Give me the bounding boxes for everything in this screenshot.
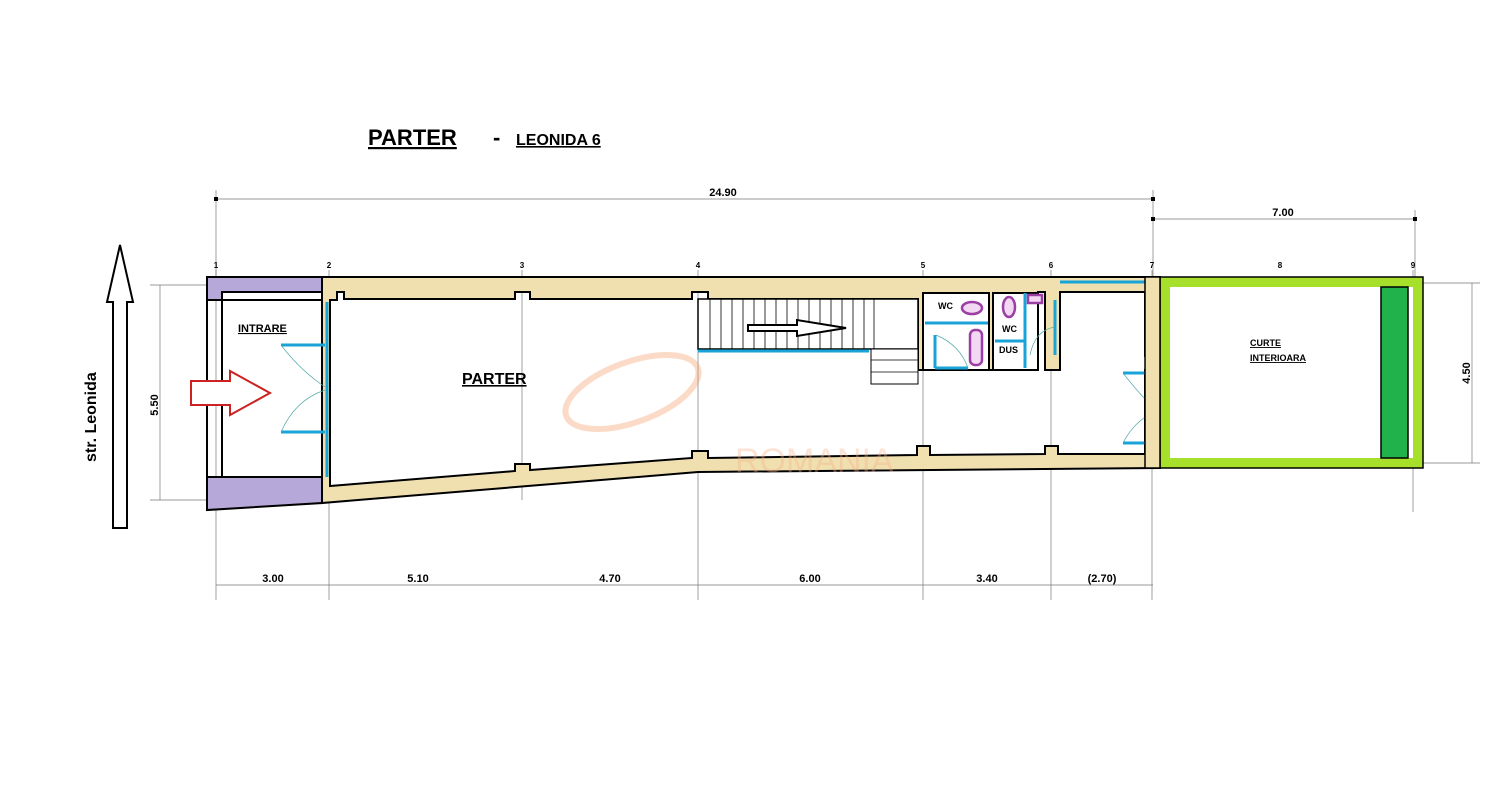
axis-label: 2 [327, 261, 332, 270]
entrance-door [280, 344, 326, 433]
axis-label: 5 [921, 261, 926, 270]
green-strip [1380, 286, 1409, 459]
dim-segment: 6.00 [799, 573, 820, 585]
axis-label: 4 [696, 261, 701, 270]
dim-segment: 4.70 [599, 573, 620, 585]
entrance-wall-top [206, 276, 323, 301]
axis-label: 6 [1049, 261, 1054, 270]
entrance-arrow-icon [190, 369, 273, 417]
room-label-courtyard: CURTE [1250, 338, 1281, 348]
street-direction-arrow-icon [105, 244, 135, 529]
room-label-courtyard-2: INTERIOARA [1250, 353, 1307, 363]
room-label-wc: WC [1002, 324, 1017, 334]
bathrooms: WC WC DUS [922, 292, 1057, 371]
dim-segment: 3.00 [262, 573, 283, 585]
staircase [697, 298, 919, 385]
plan-title: PARTER [368, 125, 457, 150]
room-label-wc: WC [938, 301, 953, 311]
dim-courtyard-length: 7.00 [1272, 207, 1293, 219]
watermark: ROMANIA [562, 352, 894, 480]
sink-icon [968, 328, 984, 367]
dim-segment: 5.10 [407, 573, 428, 585]
dim-segment: (2.70) [1088, 573, 1117, 585]
watermark-text: ROMANIA [735, 442, 894, 480]
title-separator: - [493, 125, 500, 150]
dim-width-left: 5.50 [149, 394, 161, 415]
room-label-shower: DUS [999, 345, 1018, 355]
axis-label: 7 [1150, 261, 1155, 270]
axis-label: 9 [1411, 261, 1416, 270]
axis-labels: 1 2 3 4 5 6 7 8 9 [214, 261, 1416, 270]
plan-address: LEONIDA 6 [516, 132, 601, 149]
room-label-main: PARTER [462, 371, 527, 388]
toilet-icon [1001, 295, 1017, 319]
washbasin-icon [1026, 293, 1044, 305]
axis-label: 3 [520, 261, 525, 270]
bottom-dimensions: 3.00 5.10 4.70 6.00 3.40 (2.70) [216, 573, 1153, 586]
stair-direction-arrow [747, 318, 847, 338]
street-label: str. Leonida [83, 372, 100, 462]
axis-label: 1 [214, 261, 219, 270]
dim-total-length: 24.90 [709, 187, 737, 199]
entrance-wall-bottom [206, 476, 323, 512]
axis-label: 8 [1278, 261, 1283, 270]
toilet-icon [960, 300, 984, 316]
dim-segment: 3.40 [976, 573, 997, 585]
dim-width-right: 4.50 [1461, 362, 1473, 383]
top-dimensions: 24.90 7.00 [214, 187, 1417, 290]
room-label-entrance: INTRARE [238, 323, 287, 335]
courtyard [1160, 277, 1423, 468]
